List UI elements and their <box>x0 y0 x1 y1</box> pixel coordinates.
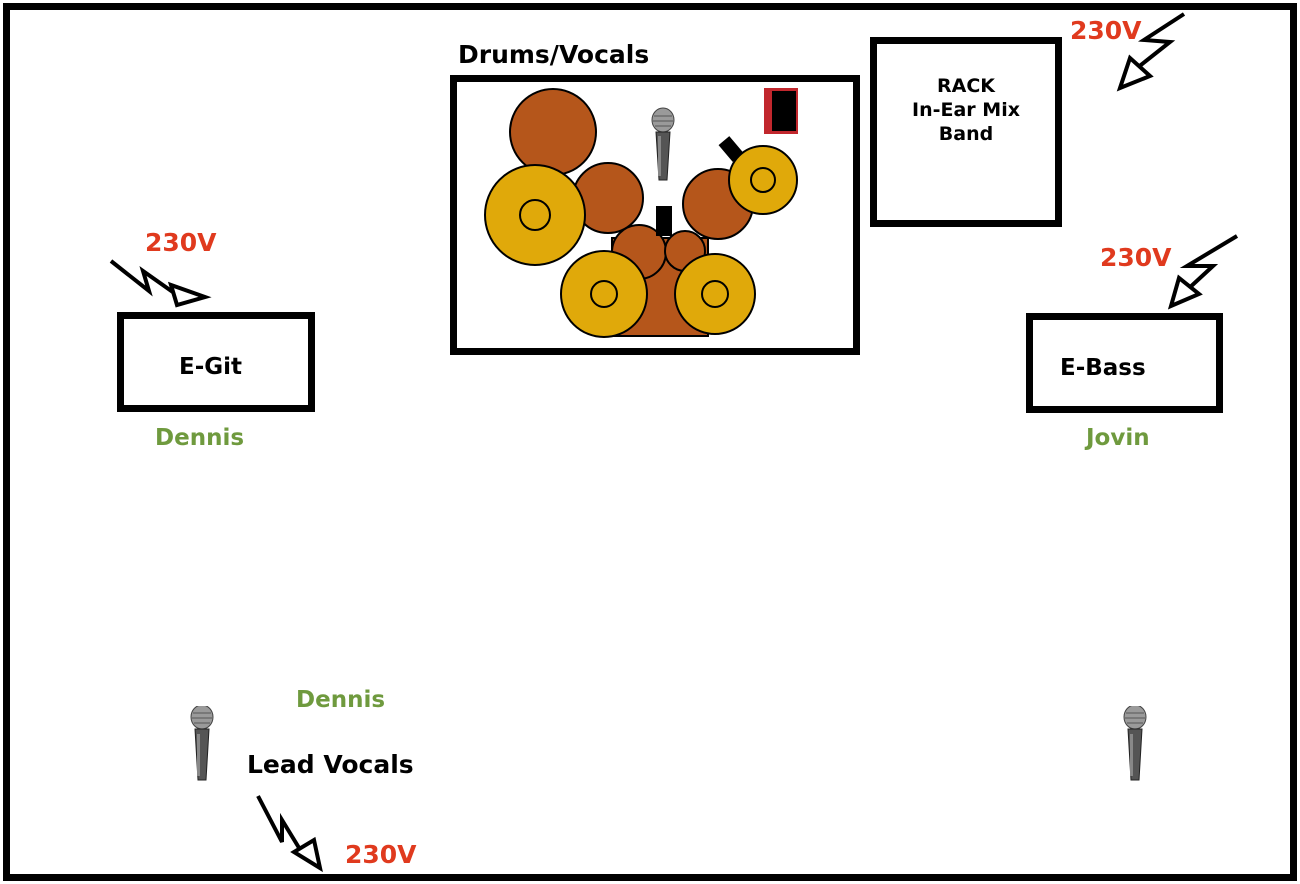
power-label-guitar: 230V <box>145 228 217 257</box>
bass-player-name: Jovin <box>1086 425 1150 451</box>
power-label-bass: 230V <box>1100 243 1172 272</box>
lead-vocals-label: Lead Vocals <box>247 750 414 779</box>
power-lightning-icon <box>109 259 212 308</box>
guitar-amp: E-Git <box>117 312 315 412</box>
rack-label-line2: In-Ear Mix <box>912 99 1020 121</box>
bass-amp-label: E-Bass <box>1060 355 1146 381</box>
power-label-top-right: 230V <box>1070 16 1142 45</box>
power-lightning-icon <box>1167 234 1239 310</box>
power-lightning-icon <box>256 795 323 873</box>
guitar-amp-label: E-Git <box>179 354 243 380</box>
microphone-icon <box>1123 706 1147 781</box>
rack-box: RACK In-Ear Mix Band <box>870 37 1062 227</box>
rack-label-line3: Band <box>938 123 994 145</box>
microphone-icon <box>190 706 214 781</box>
power-lightning-icon <box>1116 12 1186 92</box>
power-label-front: 230V <box>345 840 417 869</box>
drums-title: Drums/Vocals <box>458 40 650 69</box>
rack-label: RACK In-Ear Mix Band <box>877 74 1055 146</box>
stage-border <box>3 3 1297 881</box>
bass-amp: E-Bass <box>1026 313 1223 413</box>
guitar-player-name: Dennis <box>155 425 245 451</box>
lead-vocal-player-name: Dennis <box>296 687 386 713</box>
drum-kit-icon <box>484 88 798 338</box>
rack-label-line1: RACK <box>936 75 995 97</box>
